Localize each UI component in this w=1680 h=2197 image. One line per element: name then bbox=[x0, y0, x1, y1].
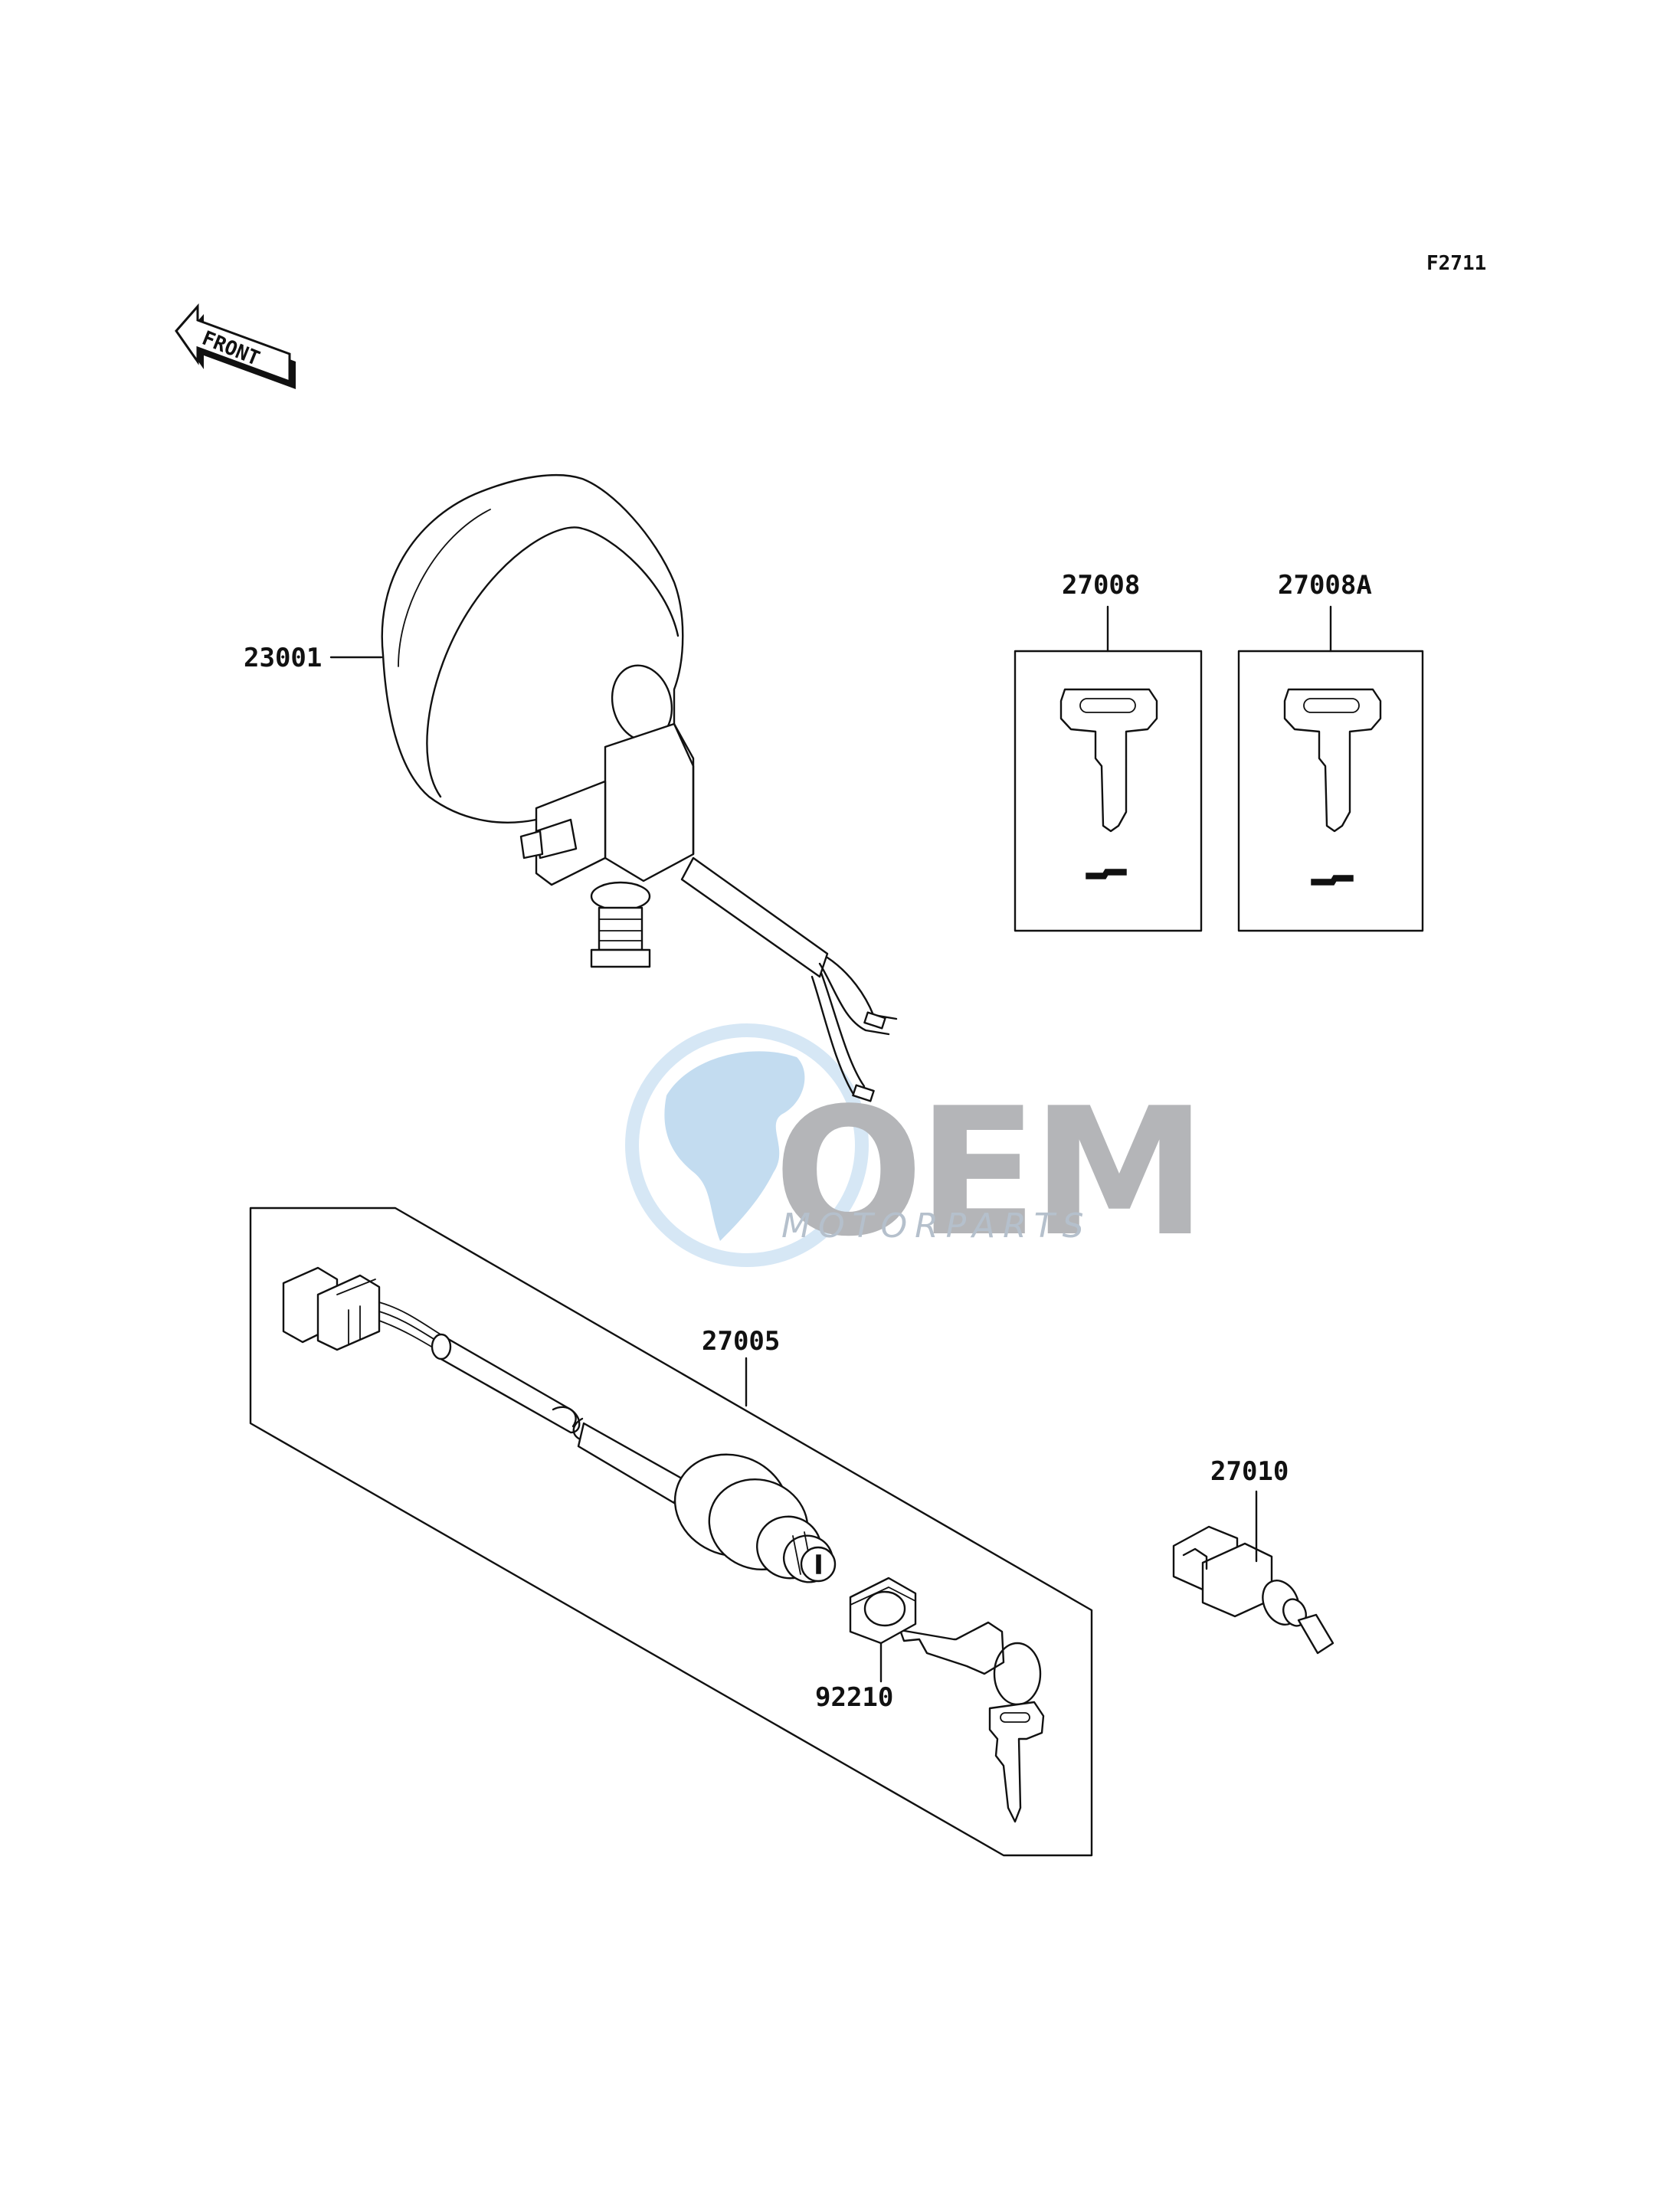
reference-code: F2711 bbox=[1426, 252, 1486, 275]
watermark-brand: OEM bbox=[774, 1071, 1201, 1275]
part-label-23001: 23001 bbox=[244, 643, 322, 673]
part-27008a-key-card bbox=[1237, 605, 1424, 932]
part-label-27010: 27010 bbox=[1210, 1456, 1289, 1487]
part-label-92210: 92210 bbox=[815, 1682, 893, 1713]
watermark-subtitle: MOTORPARTS bbox=[781, 1207, 1092, 1246]
part-27005-ignition-switch-kit bbox=[249, 1207, 1093, 1857]
part-92210-nut bbox=[849, 1577, 917, 1645]
watermark-logo: OEM MOTORPARTS bbox=[625, 1023, 1207, 1275]
part-label-27005: 27005 bbox=[702, 1326, 780, 1357]
part-label-27008: 27008 bbox=[1062, 570, 1140, 601]
part-27008-key-card bbox=[1014, 605, 1203, 932]
part-27010-switch bbox=[1172, 1525, 1335, 1655]
part-23001-work-lamp bbox=[381, 473, 898, 1102]
front-arrow-icon: FRONT bbox=[175, 303, 296, 389]
part-label-27008a: 27008A bbox=[1278, 570, 1372, 601]
